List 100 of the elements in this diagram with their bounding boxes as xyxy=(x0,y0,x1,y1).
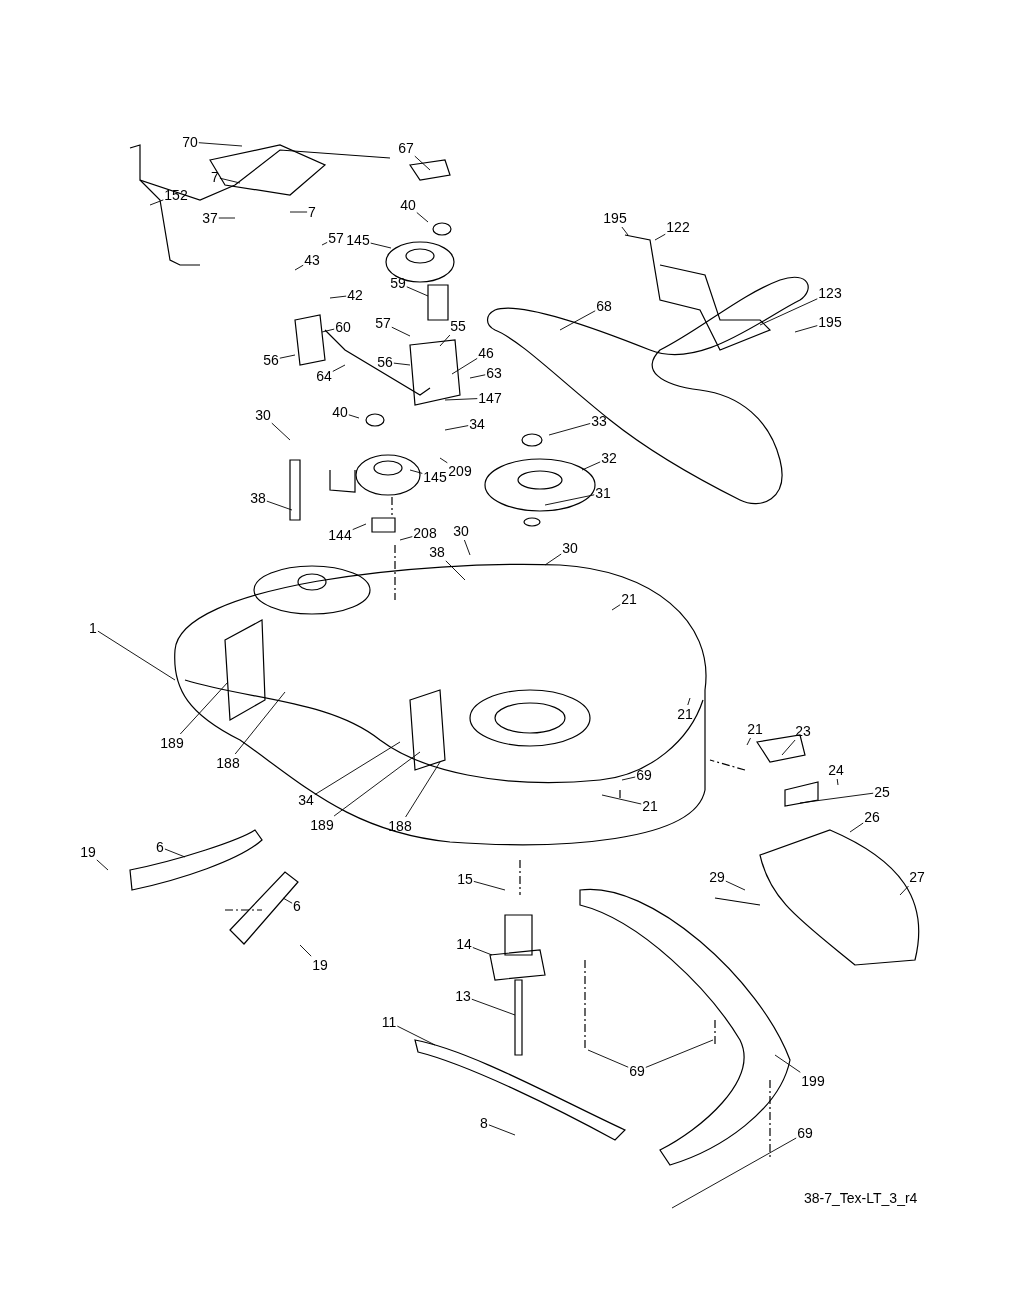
callout-number: 26 xyxy=(864,809,880,825)
callout-number: 195 xyxy=(818,314,842,330)
leader-line xyxy=(282,897,293,904)
leader-line xyxy=(473,880,506,891)
leader-line xyxy=(836,778,839,786)
callout-number: 55 xyxy=(450,318,466,334)
leader-line xyxy=(601,794,642,805)
leader-line xyxy=(746,737,751,746)
leader-line xyxy=(445,560,466,581)
callout-number: 42 xyxy=(347,287,363,303)
callout-number: 70 xyxy=(182,134,198,150)
callout-number: 7 xyxy=(211,169,219,185)
callout-number: 30 xyxy=(562,540,578,556)
leader-line xyxy=(406,286,429,297)
callout-number: 199 xyxy=(801,1073,825,1089)
callout-number: 59 xyxy=(390,275,406,291)
leader-line xyxy=(439,334,451,347)
callout-number: 122 xyxy=(666,219,690,235)
leader-line xyxy=(587,1049,629,1068)
leader-line xyxy=(548,423,591,436)
callout-number: 188 xyxy=(216,755,240,771)
leader-line xyxy=(96,859,109,871)
drawing-code: 38-7_Tex-LT_3_r4 xyxy=(804,1190,918,1206)
callout-number: 14 xyxy=(456,936,472,952)
callout-number: 24 xyxy=(828,762,844,778)
leader-line xyxy=(444,398,478,401)
callout-number: 46 xyxy=(478,345,494,361)
leader-line xyxy=(759,298,818,326)
callout-number: 189 xyxy=(310,817,334,833)
callout-number: 69 xyxy=(629,1063,645,1079)
leader-line xyxy=(218,217,236,219)
callout-number: 21 xyxy=(747,721,763,737)
leader-line xyxy=(794,325,818,333)
leader-line xyxy=(314,741,401,796)
leader-line xyxy=(611,604,621,611)
callout-number: 34 xyxy=(469,416,485,432)
leader-line xyxy=(279,354,296,359)
callout-number: 19 xyxy=(80,844,96,860)
leader-line xyxy=(645,1039,714,1068)
leader-line xyxy=(439,457,448,464)
callout-number: 189 xyxy=(160,735,184,751)
leader-line xyxy=(671,1137,797,1209)
leader-line xyxy=(289,211,308,213)
leader-line xyxy=(559,310,596,331)
leader-line xyxy=(472,947,493,956)
callout-number: 38 xyxy=(429,544,445,560)
callout-number: 1 xyxy=(89,620,97,636)
leader-line xyxy=(321,241,328,246)
leader-line xyxy=(266,500,293,511)
leader-line xyxy=(149,199,164,206)
leader-line xyxy=(97,630,176,681)
leader-line xyxy=(488,1124,516,1136)
callout-number: 144 xyxy=(328,527,352,543)
callout-number: 34 xyxy=(298,792,314,808)
callout-number: 23 xyxy=(795,723,811,739)
leader-line xyxy=(352,523,367,531)
callout-number: 37 xyxy=(202,210,218,226)
callout-number: 123 xyxy=(818,285,842,301)
leader-line xyxy=(332,364,346,372)
leader-line xyxy=(621,226,629,236)
leader-line xyxy=(399,536,413,541)
leader-line xyxy=(370,242,392,249)
callout-number: 69 xyxy=(636,767,652,783)
callout-number: 29 xyxy=(709,869,725,885)
callout-number: 56 xyxy=(377,354,393,370)
leader-line xyxy=(409,469,423,474)
callout-number: 13 xyxy=(455,988,471,1004)
leader-line xyxy=(333,751,421,817)
leader-line xyxy=(444,425,469,431)
leader-line xyxy=(581,461,601,471)
callout-number: 152 xyxy=(164,187,188,203)
callout-number: 31 xyxy=(595,485,611,501)
callout-number: 57 xyxy=(328,230,344,246)
leader-line xyxy=(405,761,441,818)
callout-number: 145 xyxy=(346,232,370,248)
callout-number: 60 xyxy=(335,319,351,335)
leader-line xyxy=(219,177,241,184)
callout-number: 63 xyxy=(486,365,502,381)
leader-line xyxy=(799,792,874,804)
callout-number: 57 xyxy=(375,315,391,331)
callout-number: 15 xyxy=(457,871,473,887)
callout-number: 209 xyxy=(448,463,472,479)
leader-line xyxy=(396,1025,436,1046)
leader-line xyxy=(654,233,666,241)
callout-number: 21 xyxy=(642,798,658,814)
leader-line xyxy=(294,264,304,271)
leader-line xyxy=(774,1054,801,1073)
leader-line xyxy=(899,885,909,896)
leader-line xyxy=(299,944,312,957)
callout-number: 195 xyxy=(603,210,627,226)
leader-line xyxy=(463,539,471,556)
leader-line xyxy=(198,142,243,147)
callout-number: 40 xyxy=(400,197,416,213)
leader-line xyxy=(393,362,411,366)
callout-number: 68 xyxy=(596,298,612,314)
callout-number: 21 xyxy=(677,706,693,722)
leader-line xyxy=(471,998,516,1016)
callout-number: 145 xyxy=(423,469,447,485)
callout-number: 32 xyxy=(601,450,617,466)
leader-line xyxy=(179,681,229,735)
